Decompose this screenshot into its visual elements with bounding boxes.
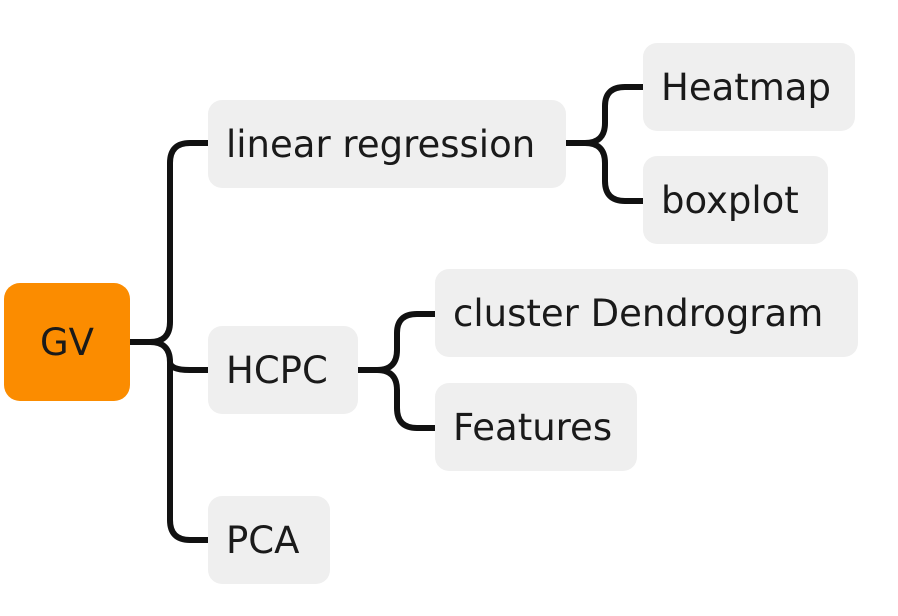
connector-linreg-to-boxplot [582,140,646,204]
leaf-node-label: boxplot [661,178,799,222]
leaf-node-heatmap[interactable]: Heatmap [643,43,855,131]
branch-node-label: PCA [226,518,300,562]
connector-root-to-branches [127,140,211,345]
leaf-node-label: cluster Dendrogram [453,291,824,335]
branch-node-pca[interactable]: PCA [208,496,330,584]
root-node-label: GV [40,320,94,364]
root-node-gv[interactable]: GV [4,283,130,401]
branch-node-linear-regression[interactable]: linear regression [208,100,566,188]
branch-node-hcpc[interactable]: HCPC [208,326,358,414]
leaf-node-cluster-dendrogram[interactable]: cluster Dendrogram [435,269,858,357]
leaf-node-features[interactable]: Features [435,383,637,471]
leaf-node-label: Heatmap [661,65,831,109]
connector-root-to-hcpc [147,339,211,373]
leaf-node-label: Features [453,405,613,449]
leaf-node-boxplot[interactable]: boxplot [643,156,828,244]
connector-linreg-to-heatmap [563,84,646,146]
connector-hcpc-to-cluster [355,311,438,373]
branch-node-label: HCPC [226,348,328,392]
connector-hcpc-to-features [374,367,438,431]
branch-node-label: linear regression [226,122,536,166]
connector-root-to-pca [167,359,211,543]
